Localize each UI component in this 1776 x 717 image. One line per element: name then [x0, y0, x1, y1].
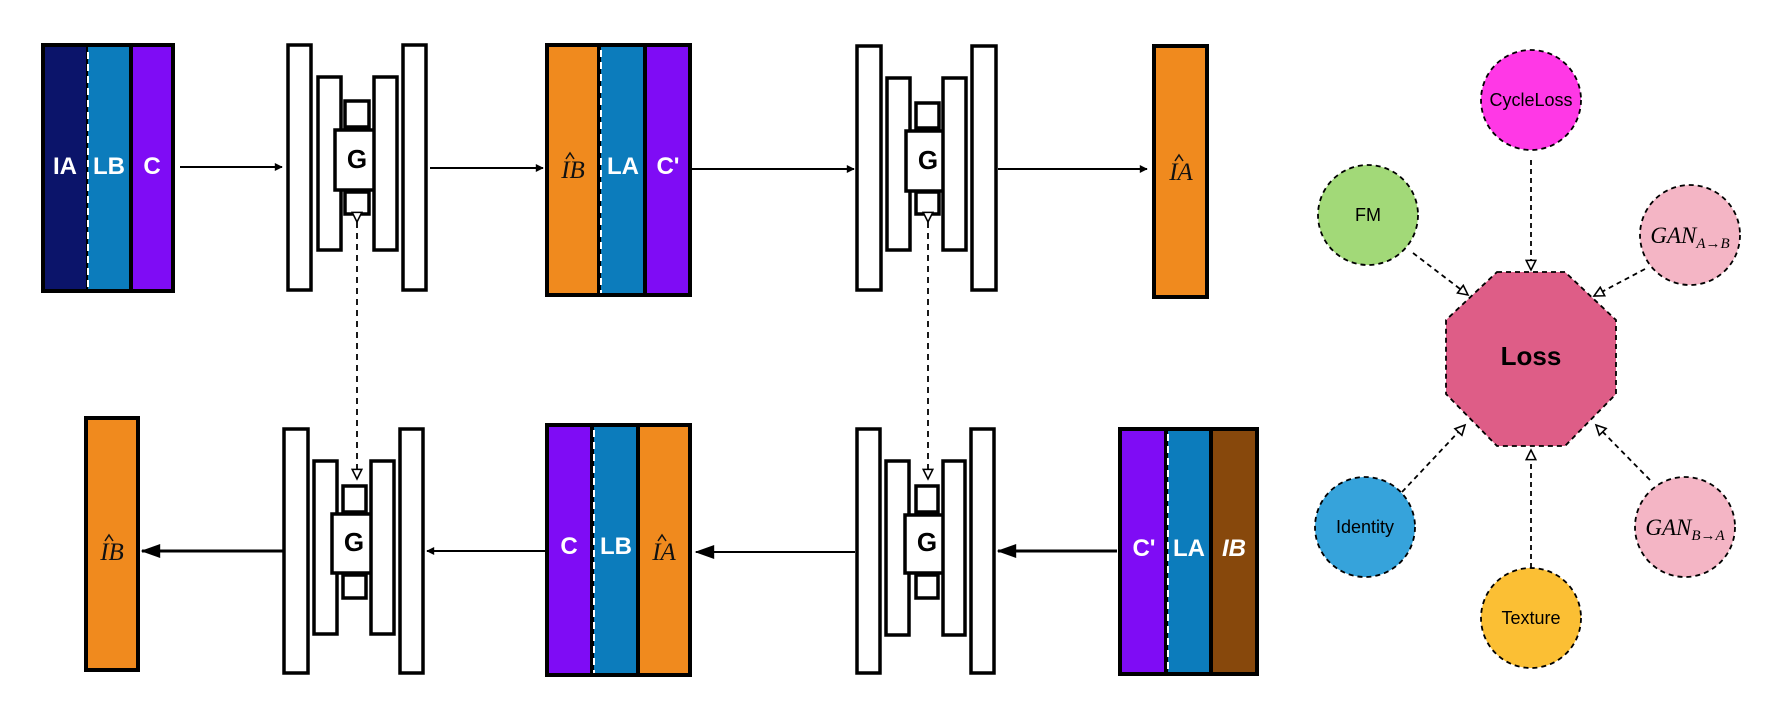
stack-outline [545, 43, 692, 297]
stack-label-ib: IB [1222, 535, 1246, 562]
stack-label-c-prime: C' [1132, 535, 1155, 562]
stack-outline [1118, 427, 1259, 676]
stack-outline [41, 43, 175, 293]
generator-block-1 [286, 43, 428, 292]
loss-cluster: Loss CycleLoss FM GANA→B Identity Textur… [1314, 49, 1741, 669]
stack-label-ia-hat: IA [1168, 159, 1193, 186]
stack-label-la: LA [1173, 535, 1205, 562]
stack-label-ib-hat: IB [560, 157, 585, 184]
gan-a-to-b-label: GANA→B [1650, 223, 1729, 252]
stack-label-c-prime: C' [656, 153, 679, 180]
loss-connector [1401, 425, 1465, 493]
stack-label-lb: LB [600, 533, 632, 560]
stack-outline [545, 423, 692, 677]
stack-layer-la [1167, 428, 1212, 675]
generator-label: G [918, 145, 938, 175]
hat-mark [565, 151, 575, 160]
loss-label: Loss [1501, 341, 1562, 371]
bottom-middle-stack: C LB IA [545, 423, 692, 677]
stack-label-lb: LB [93, 153, 125, 180]
texture-node [1480, 567, 1582, 669]
stack-label-ia: IA [53, 153, 77, 180]
hat-mark [657, 533, 667, 542]
generator-label: G [917, 527, 937, 557]
stack-label-c: C [560, 533, 577, 560]
stack-layer-ib-hat [545, 43, 601, 297]
loss-connector [1596, 425, 1651, 481]
generator-label: G [344, 527, 364, 557]
top-middle-stack: IB LA C' [545, 43, 692, 297]
stack-label-c: C [143, 153, 160, 180]
stack-label-ia-hat: IA [651, 539, 676, 566]
hat-mark [104, 533, 114, 542]
identity-node [1314, 476, 1416, 578]
identity-label: Identity [1336, 517, 1394, 537]
bottom-input-stack: C' LA IB [1118, 427, 1259, 676]
generator-block-2 [855, 44, 998, 292]
texture-label: Texture [1501, 608, 1560, 628]
stack-label-ib-hat: IB [99, 539, 124, 566]
stack-layer-ia-hat [1152, 44, 1209, 299]
gan-b-to-a-label: GANB→A [1645, 515, 1725, 544]
stack-label-la: LA [607, 153, 639, 180]
loss-octagon [1445, 271, 1617, 447]
generator-block-4 [855, 427, 996, 675]
top-output-stack: IA [1152, 44, 1209, 299]
fm-label: FM [1355, 205, 1381, 225]
loss-connector [1412, 252, 1468, 295]
gan-a-to-b-node [1639, 184, 1741, 286]
cycle-loss-node [1480, 49, 1582, 151]
top-input-stack: IA LB C [41, 43, 175, 293]
hat-mark [1174, 153, 1184, 162]
generator-block-3 [282, 427, 425, 675]
generator-label: G [347, 144, 367, 174]
stack-layer-ib-hat [84, 416, 140, 672]
fm-node [1317, 164, 1419, 266]
gan-b-to-a-node [1634, 476, 1736, 578]
stack-layer-lb [87, 44, 132, 292]
bottom-output-stack: IB [84, 416, 140, 672]
cycle-loss-label: CycleLoss [1489, 90, 1572, 110]
loss-connector [1594, 268, 1646, 296]
stack-layer-c [545, 423, 594, 677]
